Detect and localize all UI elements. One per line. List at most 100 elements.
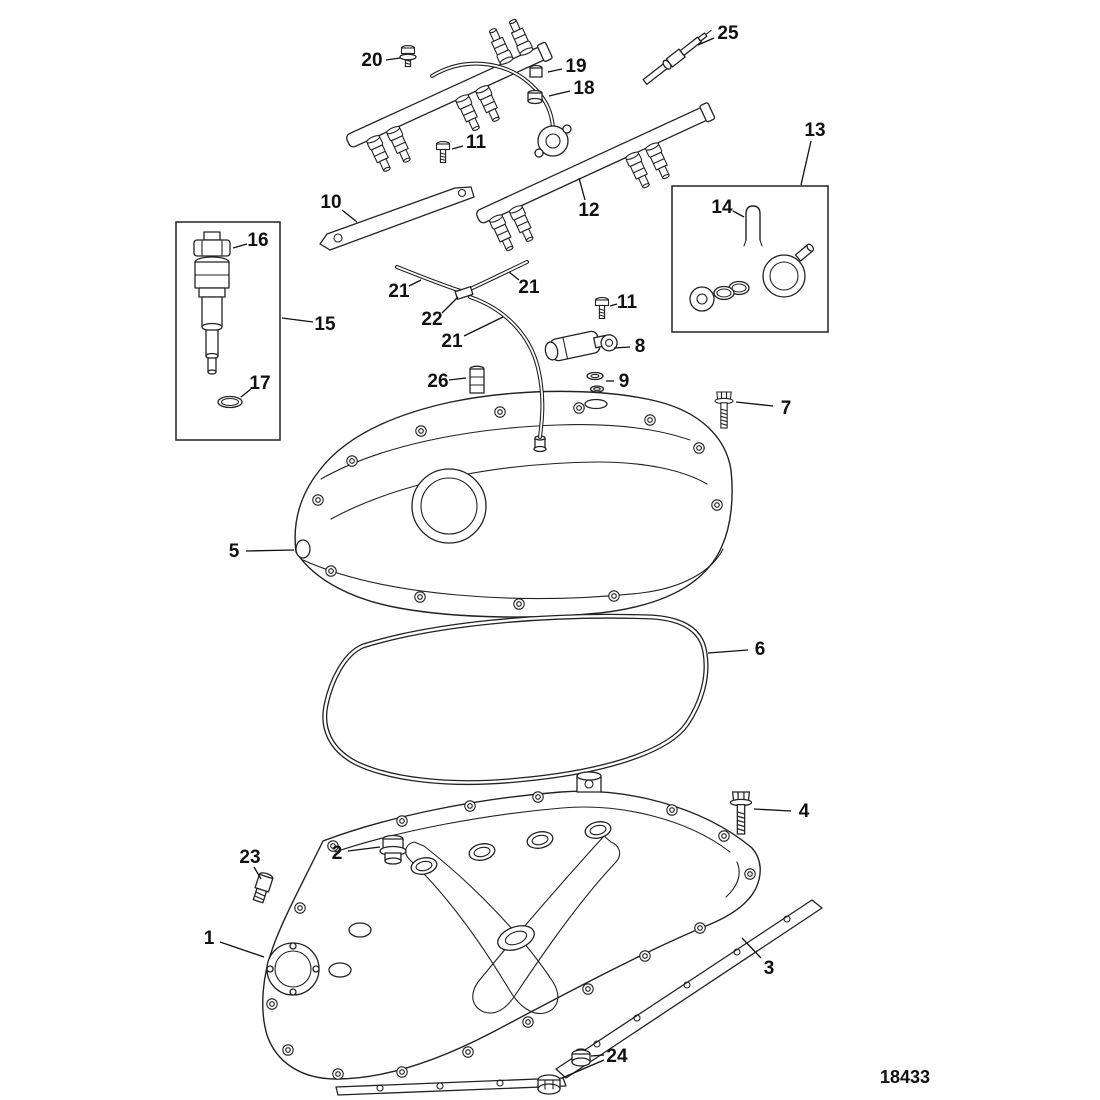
runner-band (472, 835, 621, 1014)
leader-line (578, 177, 586, 201)
callout-19: 19 (565, 56, 586, 77)
fitting-23 (252, 872, 274, 904)
fuel-rail-assembly (319, 16, 716, 254)
injector-connector (193, 231, 231, 257)
leader-line (800, 140, 812, 186)
regulator-orings (689, 280, 750, 312)
callout-23: 23 (239, 847, 260, 868)
callout-21: 21 (518, 277, 540, 298)
callout-18: 18 (573, 78, 594, 99)
leader-line (441, 296, 459, 314)
fuel-injector (194, 256, 230, 375)
callout-7: 7 (781, 398, 792, 419)
callout-15: 15 (314, 314, 336, 335)
callout-12: 12 (578, 200, 599, 221)
leader-line (281, 317, 314, 323)
bolt-4 (729, 791, 753, 835)
leader-line (253, 866, 262, 880)
leader-line (609, 303, 618, 307)
plug-24b (537, 1074, 561, 1095)
plug-24a (571, 1048, 591, 1067)
sensor-boss (584, 398, 608, 410)
throttle-bore (411, 468, 487, 544)
bolt-7 (714, 391, 734, 429)
leader-line (448, 377, 467, 381)
callout-24: 24 (606, 1046, 628, 1067)
leader-line (548, 90, 571, 97)
fuel-rail-left (346, 16, 553, 175)
callout-2: 2 (332, 843, 343, 864)
drawing-number: 18433 (880, 1067, 930, 1087)
rail-fitting (527, 89, 543, 105)
callout-4: 4 (799, 801, 810, 822)
rail-bolt (399, 45, 417, 68)
leader-line (590, 1054, 605, 1057)
leader-line (347, 846, 381, 852)
leader-line (741, 937, 762, 959)
callout-22: 22 (421, 309, 442, 330)
pressure-regulator (762, 243, 815, 298)
lower-intake-manifold (262, 771, 761, 1080)
callout-5: 5 (229, 541, 240, 562)
regulator-detail-box (671, 185, 829, 333)
callout-26: 26 (427, 371, 448, 392)
sensor-washers (586, 371, 605, 393)
fuel-rail-right (476, 102, 716, 254)
callout-8: 8 (635, 336, 646, 357)
callout-10: 10 (320, 192, 341, 213)
retainer-clip (743, 205, 763, 247)
leader-line (240, 388, 252, 398)
callout-11: 11 (466, 132, 487, 153)
screw-11a (435, 141, 451, 164)
leader-line (697, 37, 715, 46)
callout-21: 21 (388, 281, 410, 302)
injector-oring (217, 395, 243, 409)
callout-16: 16 (247, 230, 268, 251)
plug-2 (379, 834, 407, 865)
leader-line (508, 271, 520, 281)
leader-line (232, 243, 248, 249)
leader-line (735, 401, 774, 407)
callout-20: 20 (361, 50, 382, 71)
leader-line (219, 941, 265, 958)
leader-line (408, 279, 422, 287)
callout-1: 1 (204, 928, 215, 949)
leader-line (463, 316, 504, 337)
leader-line (385, 57, 401, 61)
callout-13: 13 (804, 120, 825, 141)
callout-14: 14 (711, 197, 733, 218)
screw-11b (594, 297, 610, 320)
schrader-valve (529, 64, 543, 78)
center-boss (497, 925, 535, 951)
pulse-damper (534, 124, 572, 158)
top-riser (576, 771, 602, 793)
callout-9: 9 (619, 371, 630, 392)
callout-17: 17 (249, 373, 270, 394)
callout-3: 3 (764, 958, 775, 979)
leader-line (613, 346, 631, 349)
vent-tube-assembly (395, 260, 545, 439)
seal-strips (335, 899, 823, 1096)
leader-line (245, 549, 295, 552)
manifold-gasket (322, 613, 709, 786)
leader-line (732, 210, 745, 218)
callout-11: 11 (617, 292, 638, 313)
left-boss (266, 942, 320, 996)
leader-line (753, 808, 792, 812)
callout-25: 25 (717, 23, 739, 44)
tube-connector (454, 286, 474, 300)
map-sensor (544, 330, 618, 362)
leader-line (341, 209, 358, 223)
callout-21: 21 (441, 331, 463, 352)
leader-line (561, 1059, 605, 1079)
fitting-26 (469, 365, 485, 394)
leader-line (451, 145, 464, 150)
upper-intake-manifold (294, 390, 733, 618)
leader-line (547, 68, 563, 73)
rail-bracket (319, 186, 475, 251)
callout-6: 6 (755, 639, 766, 660)
injector-detail-box (175, 221, 281, 441)
